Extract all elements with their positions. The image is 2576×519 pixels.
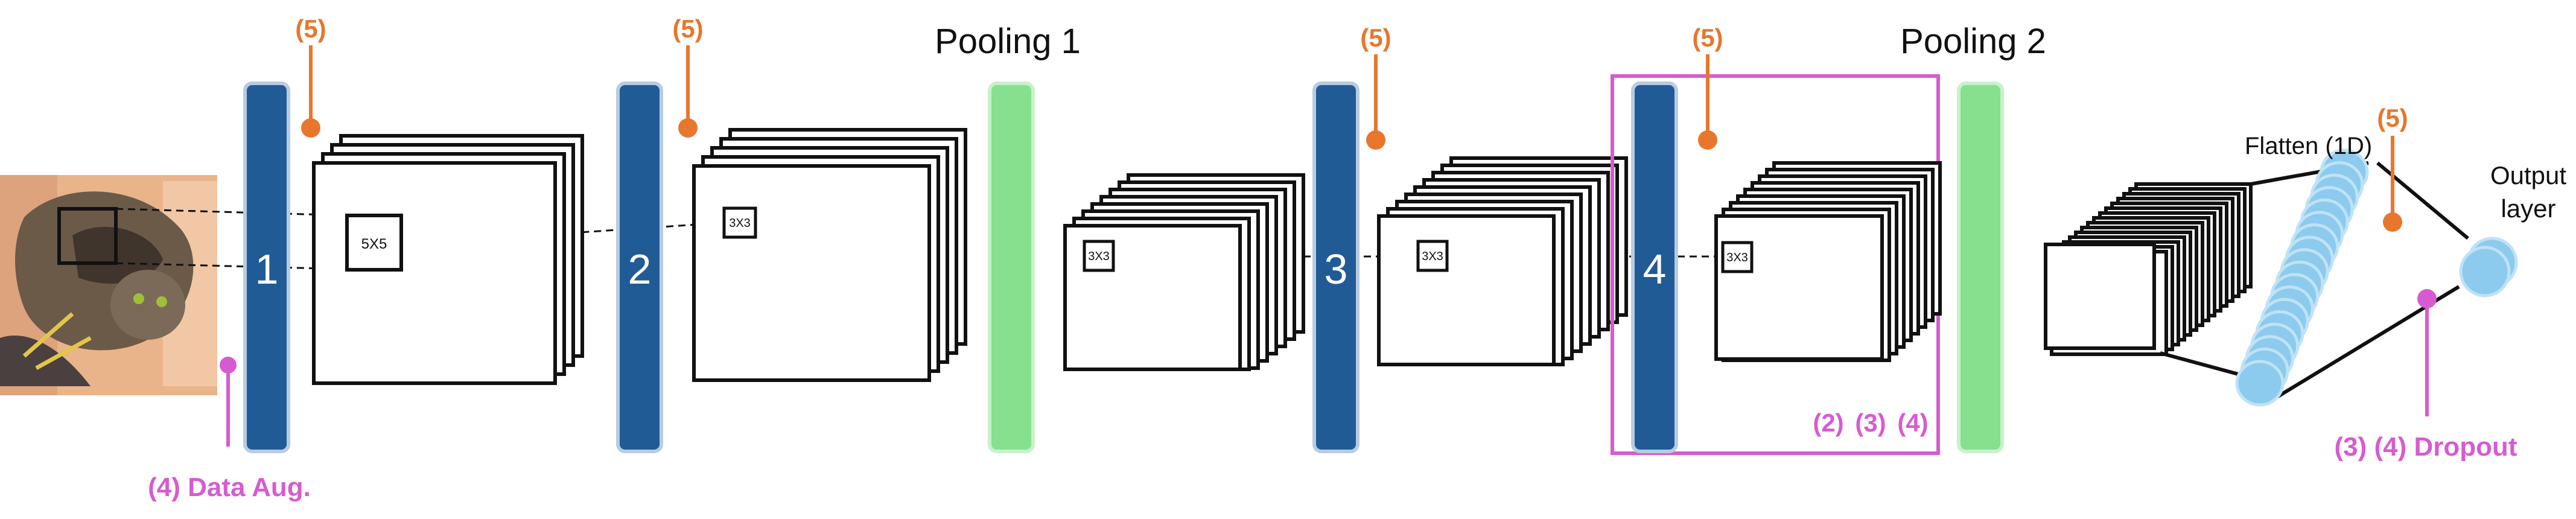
pool-bar-2 [1957,81,2004,453]
orange-marker-2: (5) [672,14,704,138]
cat-eye-icon [133,293,144,304]
kernel-label-3: 3X3 [1422,250,1443,263]
input-receptive-field [57,207,118,265]
kernel-label-pool-1: 3X3 [1088,250,1110,263]
tag-2: (2) [1813,409,1843,437]
orange-marker-3: (5) [1360,24,1391,150]
tag-3: (3) [1855,409,1886,437]
marker-label-3: (5) [1360,24,1391,52]
orange-marker-4: (5) [1692,24,1723,150]
dropout-label: (3) (4) Dropout [2334,432,2517,462]
feature-maps-3: 3X3 [1377,156,1628,366]
conv-label-2: 2 [628,246,652,293]
output-label-line2: layer [2501,194,2555,223]
orange-marker-5: (5) [2377,104,2408,232]
flatten-neuron-column [2235,148,2369,407]
feature-maps-1: 5X5 [312,134,584,385]
marker-dot-3 [1366,130,1385,150]
pool-block-1: Pooling 1 [935,22,1081,453]
conv-label-4: 4 [1643,246,1667,293]
feature-maps-pool-1: 3X3 [1063,173,1305,371]
feature-maps-2: 3X3 [692,128,967,382]
tag-4: (4) [1897,409,1928,437]
marker-dot-2 [678,118,698,138]
pool-block-2: Pooling 2 [1900,22,2046,453]
conv-block-3: 3 [1312,81,1360,453]
kernel-box-pool-1 [1083,240,1115,272]
conv-block-2: 2 [616,81,663,453]
orange-marker-1: (5) [295,14,326,138]
data-aug-label: (4) Data Aug. [148,473,311,502]
conv-label-1: 1 [255,246,279,293]
dropout-annotation: (3) (4) Dropout [2334,289,2517,462]
marker-label-5: (5) [2377,104,2408,132]
flatten-maps [2044,182,2253,356]
output-neuron [2459,246,2511,298]
marker-label-2: (5) [672,14,703,43]
marker-dot-5 [2383,212,2402,232]
kernel-box-3 [1416,240,1449,272]
kernel-label-4: 3X3 [1726,251,1748,264]
marker-label-4: (5) [1692,24,1723,52]
output-label-line1: Output [2490,161,2566,189]
conv-bar-4 [1631,81,1678,453]
conv-bar-3 [1312,81,1360,453]
cat-eye-icon [156,296,167,307]
conv-block-4: 4 [1631,81,1678,453]
flatten-label: Flatten (1D) [2245,133,2372,159]
marker-dot-1 [301,118,320,138]
kernel-box-2 [722,206,757,239]
conv-bar-2 [616,81,663,453]
conv-block-1: 1 [243,81,290,453]
kernel-box-1 [345,214,403,272]
conv-label-3: 3 [1325,246,1348,293]
data-aug-annotation: (4) Data Aug. [148,357,311,502]
kernel-box-4 [1721,241,1754,273]
marker-label-1: (5) [295,14,326,43]
pool-bar-1 [988,81,1035,453]
kernel-label-1: 5X5 [361,236,387,252]
input-image [0,175,217,395]
marker-dot-4 [1698,130,1717,150]
kernel-label-2: 3X3 [729,217,751,230]
cat-head-icon [110,270,185,340]
flatten-neuron [2235,360,2285,407]
pool-label-1: Pooling 1 [935,22,1081,61]
feature-maps-4: 3X3 [1714,161,1942,362]
conv-bar-1 [243,81,290,453]
pool-label-2: Pooling 2 [1900,22,2046,61]
output-neurons [2459,237,2518,298]
